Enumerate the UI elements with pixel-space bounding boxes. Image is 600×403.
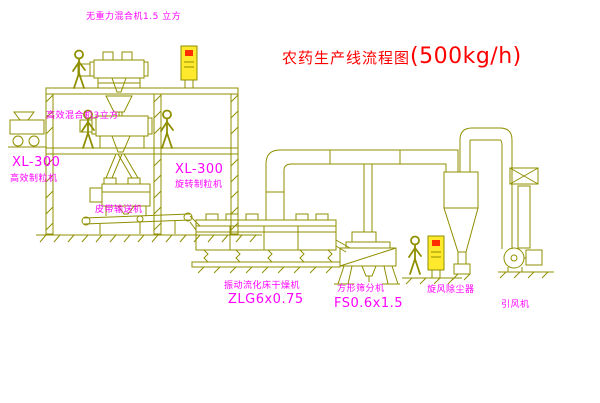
label-mid-granulator-model: XL-300 [175, 162, 224, 177]
person-icon [72, 49, 86, 89]
label-fan-name: 引风机 [501, 300, 530, 310]
label-dryer-model: ZLG6x0.75 [228, 292, 304, 307]
exhaust-stack [509, 167, 539, 249]
y-chute [105, 153, 139, 179]
label-belt-conveyor: 皮带输送机 [95, 205, 143, 215]
label-left-granulator-model: XL-300 [12, 155, 61, 170]
high-efficiency-mixer [79, 112, 153, 153]
building-frame [36, 87, 262, 243]
control-panel-2 [402, 235, 462, 285]
title-text: 农药生产线流程图 [282, 49, 411, 67]
gravity-mixer [77, 51, 149, 117]
person-icon [408, 235, 422, 275]
exhaust-duct [265, 149, 459, 232]
control-panel-1 [180, 45, 198, 89]
belt-conveyor [81, 212, 201, 234]
cyclone [443, 127, 513, 281]
fluid-bed-dryer [191, 213, 351, 274]
rotary-granulator [89, 177, 151, 216]
label-sieve-model: FS0.6x1.5 [334, 296, 404, 311]
label-top-mixer: 无重力混合机1.5 立方 [86, 12, 182, 22]
id-fan [498, 247, 554, 279]
label-cyclone-name: 旋风除尘器 [427, 285, 475, 295]
label-sieve-name: 方形筛分机 [337, 284, 385, 294]
label-mid-mixer: 高效混合机3立方 [46, 111, 119, 121]
diagram-title: 农药生产线流程图(500kg/h) [282, 44, 522, 69]
label-left-granulator-name: 高效制粒机 [10, 174, 58, 184]
label-dryer-name: 振动流化床干燥机 [224, 281, 301, 291]
granulator-left [8, 111, 46, 148]
label-mid-granulator-name: 旋转制粒机 [175, 180, 223, 190]
square-sieve [334, 231, 400, 285]
title-capacity: (500kg/h) [410, 44, 522, 69]
person-icon [160, 109, 174, 149]
